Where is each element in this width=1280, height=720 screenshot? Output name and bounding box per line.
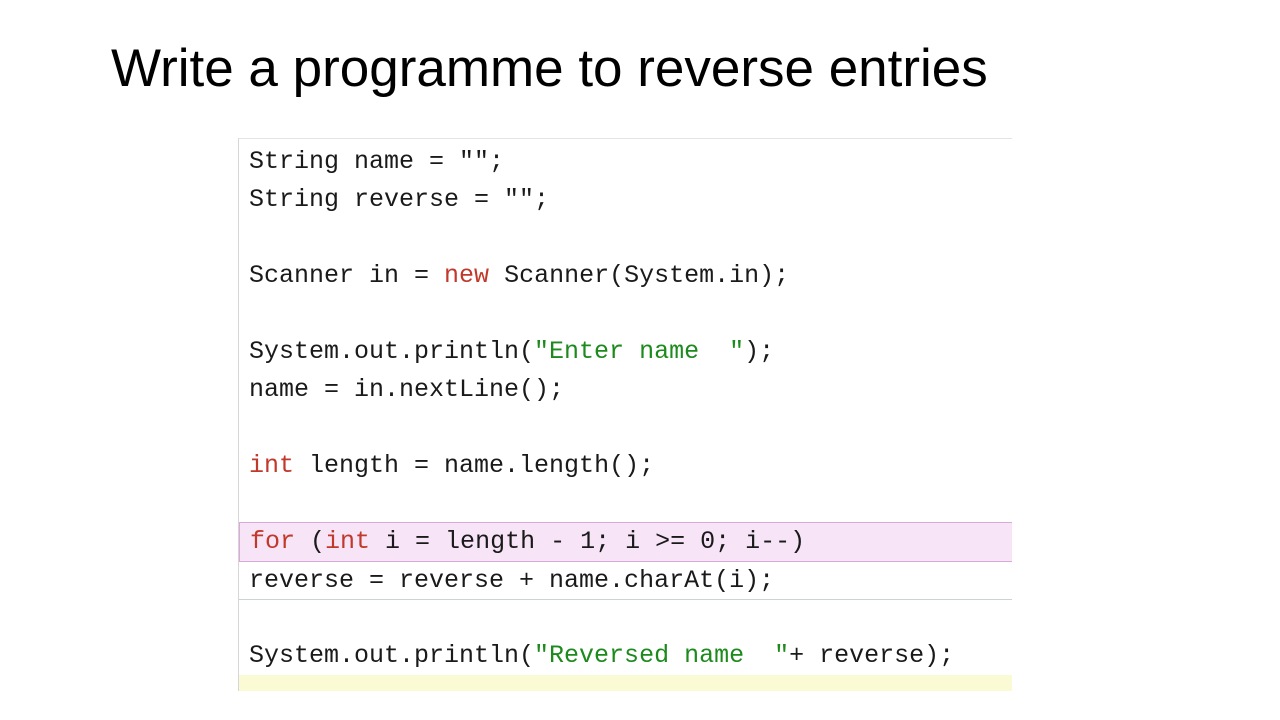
code-text: String name = ""; bbox=[249, 147, 505, 176]
code-text: System.out.println( bbox=[249, 641, 535, 670]
code-editor-panel[interactable]: String name = ""; String reverse = ""; S… bbox=[238, 138, 1012, 691]
code-text: length = name.length(); bbox=[294, 451, 655, 480]
code-text: reverse = reverse + name.charAt(i); bbox=[249, 566, 775, 595]
code-line[interactable]: Scanner in = new Scanner(System.in); bbox=[239, 257, 1012, 295]
code-line-highlighted[interactable]: for (int i = length - 1; i >= 0; i--) bbox=[239, 522, 1012, 562]
code-line[interactable]: name = in.nextLine(); bbox=[239, 371, 1012, 409]
string-literal: "Reversed name " bbox=[534, 641, 790, 670]
keyword: int bbox=[249, 451, 295, 480]
keyword: for bbox=[250, 527, 296, 556]
code-text: Scanner(System.in); bbox=[489, 261, 790, 290]
code-text: + reverse); bbox=[789, 641, 955, 670]
code-text: System.out.println( bbox=[249, 337, 535, 366]
code-line[interactable]: reverse = reverse + name.charAt(i); bbox=[239, 562, 1012, 600]
editor-bottom-band bbox=[239, 675, 1012, 691]
slide-title: Write a programme to reverse entries bbox=[111, 39, 988, 98]
code-line[interactable]: String reverse = ""; bbox=[239, 181, 1012, 219]
code-line[interactable]: String name = ""; bbox=[239, 143, 1012, 181]
code-text: name = in.nextLine(); bbox=[249, 375, 565, 404]
code-text: Scanner in = bbox=[249, 261, 445, 290]
string-literal: "Enter name " bbox=[534, 337, 745, 366]
code-text: String reverse = ""; bbox=[249, 185, 550, 214]
keyword: int bbox=[325, 527, 371, 556]
code-text: ( bbox=[295, 527, 326, 556]
code-text: ); bbox=[744, 337, 775, 366]
keyword: new bbox=[444, 261, 490, 290]
code-line[interactable]: System.out.println("Reversed name "+ rev… bbox=[239, 637, 1012, 675]
code-line[interactable]: int length = name.length(); bbox=[239, 447, 1012, 485]
code-line[interactable]: System.out.println("Enter name "); bbox=[239, 333, 1012, 371]
code-text: i = length - 1; i >= 0; i--) bbox=[370, 527, 806, 556]
